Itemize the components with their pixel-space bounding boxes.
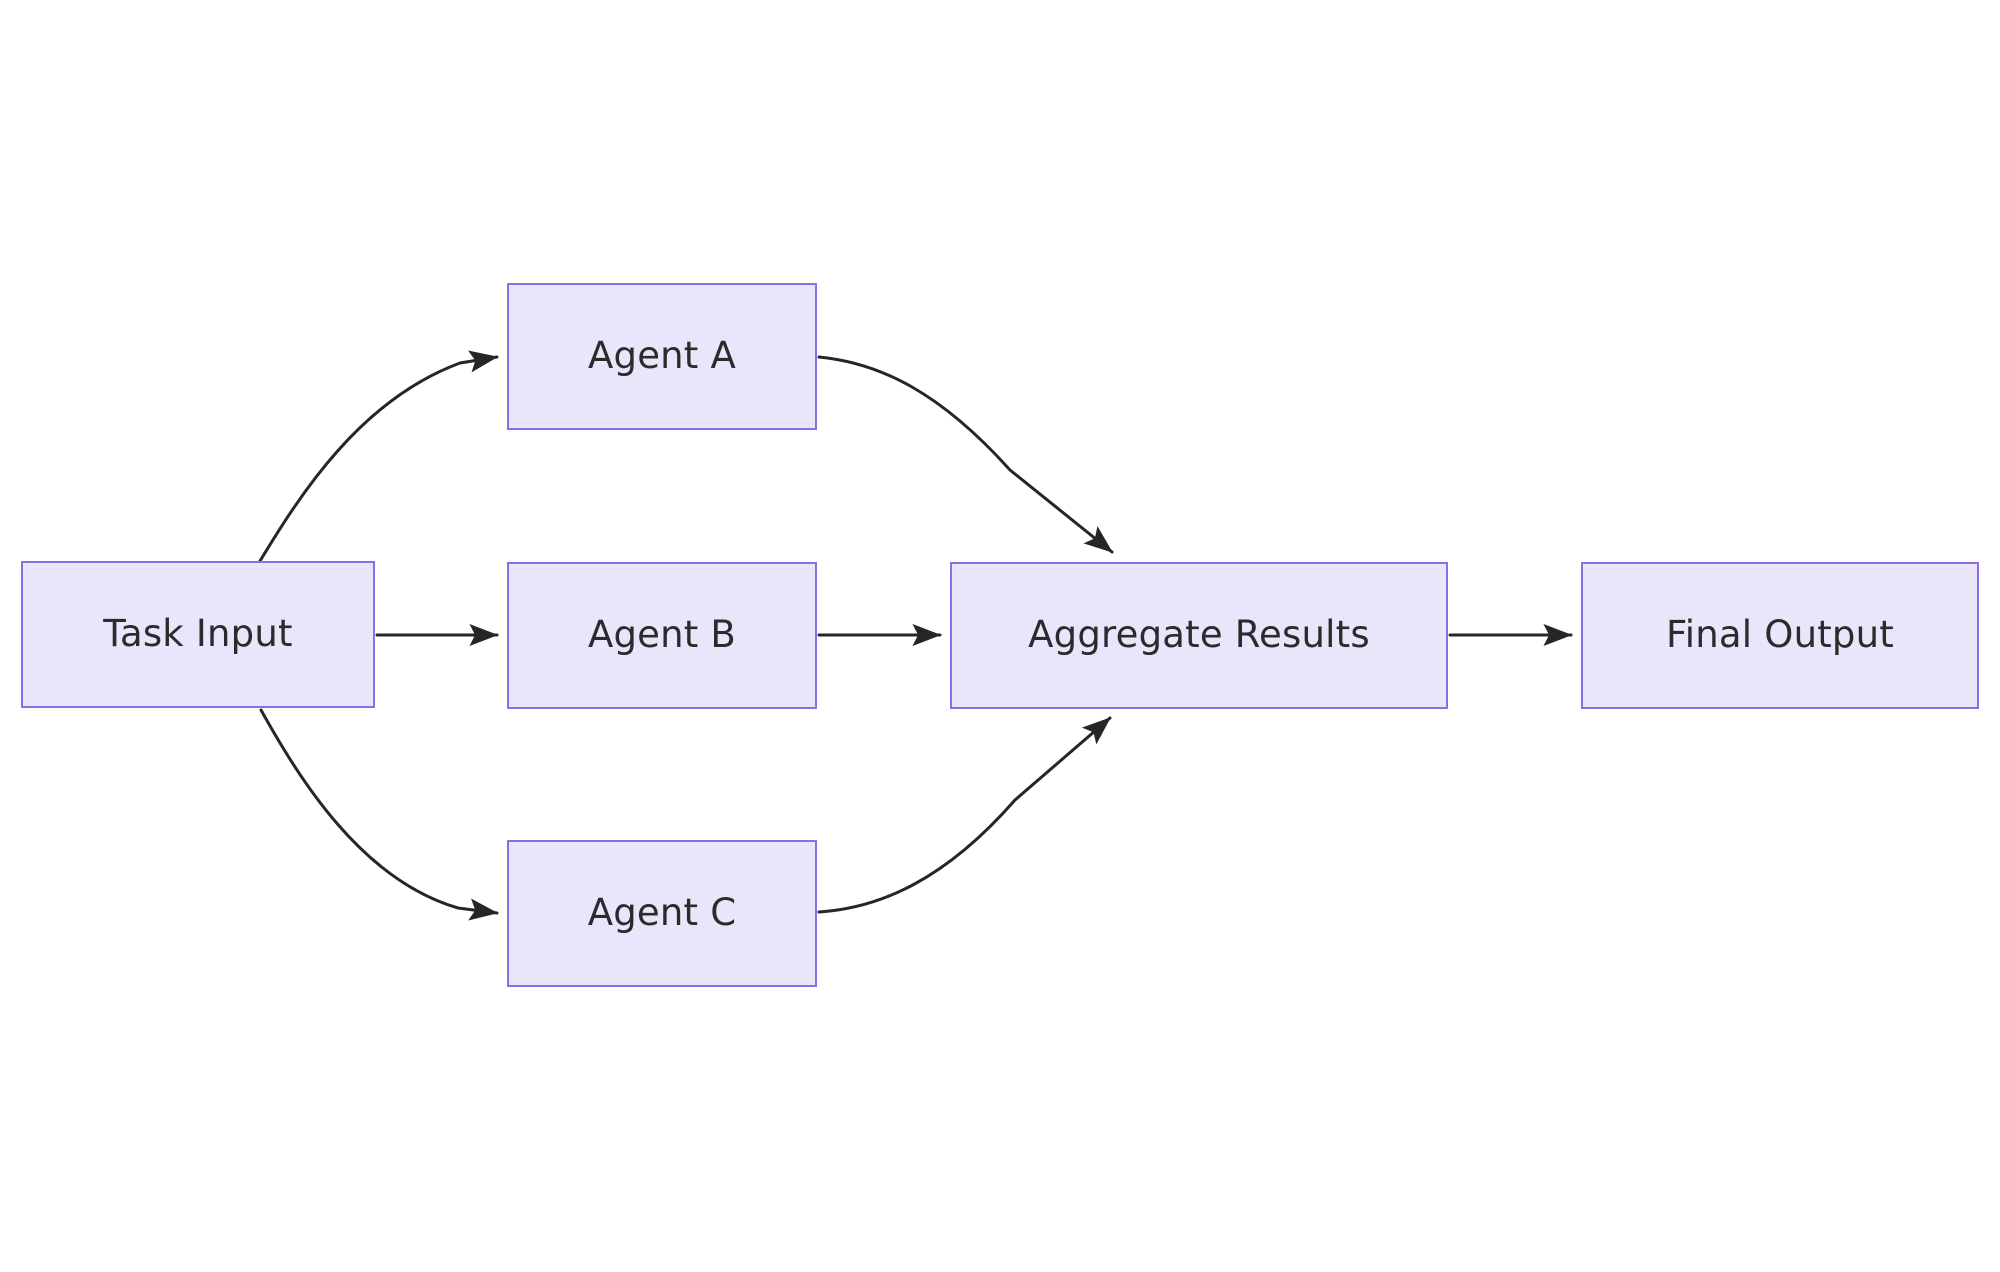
node-agent-b[interactable]: Agent B: [507, 562, 817, 709]
node-agent-b-label: Agent B: [587, 613, 737, 657]
node-agent-a-label: Agent A: [588, 334, 736, 378]
node-task-input[interactable]: Task Input: [21, 561, 375, 708]
node-final-output[interactable]: Final Output: [1581, 562, 1979, 709]
node-agent-c[interactable]: Agent C: [507, 840, 817, 987]
node-agent-a[interactable]: Agent A: [507, 283, 817, 430]
edge-task-input-to-agent-a: [258, 350, 499, 563]
node-aggregate-results-label: Aggregate Results: [1028, 613, 1370, 657]
node-task-input-label: Task Input: [103, 612, 293, 656]
node-aggregate-results[interactable]: Aggregate Results: [950, 562, 1448, 709]
edge-task-input-to-agent-c: [259, 708, 499, 921]
node-final-output-label: Final Output: [1666, 613, 1894, 657]
edge-agent-a-to-aggregate: [817, 355, 1114, 554]
node-agent-c-label: Agent C: [587, 891, 737, 935]
edge-agent-c-to-aggregate: [817, 716, 1112, 914]
